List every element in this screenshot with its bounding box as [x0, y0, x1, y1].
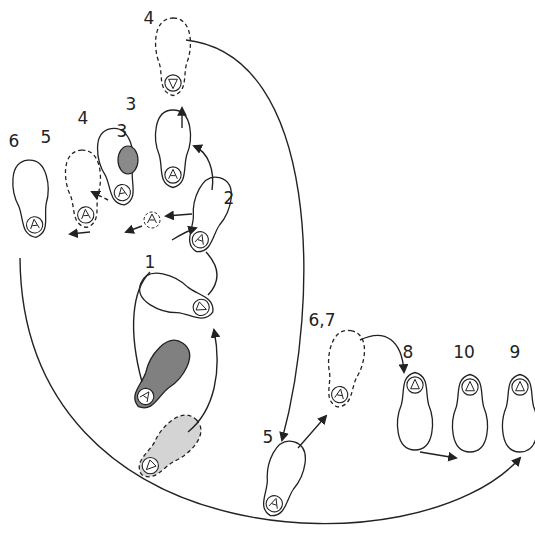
step-number: 3 [124, 95, 139, 114]
step-arrow [298, 416, 326, 448]
toe-step [118, 146, 138, 174]
step-number: 8 [401, 343, 416, 362]
footprint [453, 375, 488, 453]
footprints [10, 18, 535, 521]
footprint [156, 110, 191, 188]
step-arrow [166, 214, 192, 216]
step-arrow [188, 330, 217, 432]
step-number: 1 [143, 253, 158, 272]
step-number: 2 [222, 189, 237, 208]
step-arrow [172, 228, 196, 240]
heel-mark [144, 212, 160, 228]
footprint [10, 158, 53, 239]
footprint [503, 375, 535, 453]
step-number: 3 [115, 122, 130, 141]
step-arrow [134, 272, 150, 382]
step-arrow [206, 252, 217, 295]
step-arrow [126, 226, 142, 232]
step-number: 5 [261, 428, 276, 447]
step-arrow [70, 232, 90, 234]
step-arrow [92, 192, 108, 200]
step-number: 6 [7, 132, 22, 151]
step-arrows [20, 40, 520, 524]
step-arrow [181, 108, 182, 128]
footprint [254, 437, 311, 521]
step-arrow [186, 40, 304, 440]
footprint [129, 407, 208, 486]
step-number: 10 [451, 343, 477, 362]
step-arrow [420, 452, 456, 458]
heel-mark [148, 214, 157, 223]
step-number: 4 [76, 109, 91, 128]
step-number: 5 [39, 128, 54, 147]
step-number: 9 [508, 343, 523, 362]
step-arrow [194, 146, 213, 190]
step-arrow [20, 258, 520, 524]
step-arrow [360, 335, 404, 372]
footprint [156, 18, 191, 96]
footprint [64, 149, 104, 229]
step-number: 6,7 [306, 311, 337, 330]
footprint [398, 373, 433, 451]
step-number: 4 [142, 9, 157, 28]
